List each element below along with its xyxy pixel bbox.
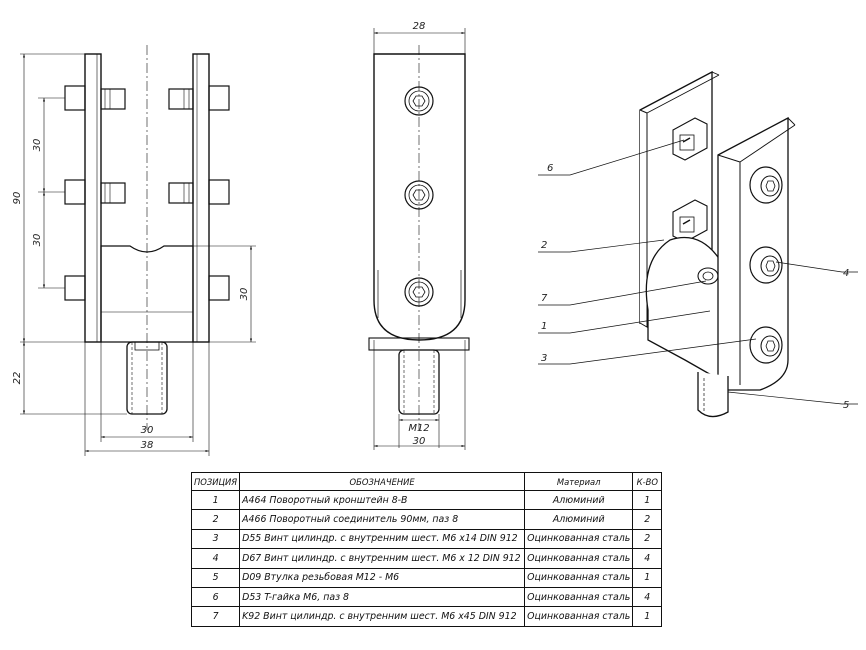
side-stud [398, 349, 440, 415]
iso-front-screws [749, 166, 783, 364]
dim-width-outer: 38 [141, 440, 154, 451]
bom-material: Оцинкованная сталь [524, 586, 634, 608]
bom-row: 3 D55 Винт цилиндр. с внутренним шест. M… [190, 528, 663, 550]
side-dimensions [373, 28, 466, 450]
bom-qty: 1 [632, 567, 663, 588]
iso-stud [697, 372, 729, 418]
callout-2: 2 [541, 240, 547, 251]
bom-material: Оцинкованная сталь [524, 548, 634, 569]
bom-name: D09 Втулка резьбовая M12 - M6 [239, 567, 526, 588]
callout-7: 7 [541, 293, 548, 304]
bom-pos: 5 [190, 567, 241, 588]
bom-header-material: Материал [524, 472, 634, 491]
bom-name: A464 Поворотный кронштейн 8-B [239, 489, 526, 511]
bom-material: Алюминий [524, 509, 634, 530]
bom-pos: 1 [190, 489, 241, 511]
dim-stud-22: 22 [12, 372, 23, 385]
bom-header-qty: К-ВО [632, 472, 663, 491]
bom-pos: 7 [190, 606, 241, 627]
bom-pos: 3 [190, 528, 241, 550]
bom-name: D53 T-гайка M6, паз 8 [239, 586, 526, 608]
bom-material: Оцинкованная сталь [524, 528, 634, 550]
bom-pos: 2 [190, 509, 241, 530]
bom-header-row: ПОЗИЦИЯ ОБОЗНАЧЕНИЕ Материал К-ВО [190, 472, 663, 491]
bom-name: D67 Винт цилиндр. с внутренним шест. M6 … [239, 548, 526, 569]
bom-qty: 2 [632, 528, 663, 550]
bom-material: Оцинкованная сталь [524, 567, 634, 588]
right-plate [192, 53, 210, 343]
bom-row: 1 A464 Поворотный кронштейн 8-B Алюминий… [190, 489, 663, 511]
callout-5: 5 [843, 400, 849, 411]
front-dimensions [20, 53, 256, 456]
dim-width-top: 28 [413, 21, 426, 32]
bom-qty: 1 [632, 489, 663, 511]
callout-1: 1 [541, 321, 547, 332]
bom-row: 7 K92 Винт цилиндр. с внутренним шест. M… [190, 606, 663, 627]
left-plate [84, 53, 102, 343]
bom-row: 2 A466 Поворотный соединитель 90мм, паз … [190, 509, 663, 530]
leader-lines [538, 139, 858, 405]
bom-row: 6 D53 T-гайка M6, паз 8 Оцинкованная ста… [190, 586, 663, 608]
left-screws [64, 85, 126, 301]
bom-pos: 4 [190, 548, 241, 569]
bom-qty: 4 [632, 586, 663, 608]
dim-width-bottom: 30 [413, 436, 426, 447]
bom-name: A466 Поворотный соединитель 90мм, паз 8 [239, 509, 526, 530]
bom-qty: 2 [632, 509, 663, 530]
dim-height-90: 90 [12, 192, 23, 205]
dim-spacing-top: 30 [32, 139, 43, 152]
callout-6: 6 [547, 163, 553, 174]
bom-name: D55 Винт цилиндр. с внутренним шест. M6 … [239, 528, 526, 550]
bom-header-designation: ОБОЗНАЧЕНИЕ [239, 472, 526, 491]
bom-qty: 1 [632, 606, 663, 627]
body-block [100, 245, 194, 343]
dim-spacing-mid: 30 [32, 234, 43, 247]
dim-lower-30: 30 [239, 288, 250, 301]
dim-thread: M12 [408, 423, 429, 434]
bom-header-position: ПОЗИЦИЯ [190, 472, 241, 491]
bom-row: 5 D09 Втулка резьбовая M12 - M6 Оцинкова… [190, 567, 663, 588]
bom-qty: 4 [632, 548, 663, 569]
isometric-view: 6 2 7 1 3 4 5 [538, 70, 858, 418]
callout-3: 3 [541, 353, 547, 364]
bom-name: K92 Винт цилиндр. с внутренним шест. M6 … [239, 606, 526, 627]
callout-4: 4 [843, 268, 849, 279]
front-view: 90 22 30 30 30 30 38 [12, 45, 256, 456]
bom-table: ПОЗИЦИЯ ОБОЗНАЧЕНИЕ Материал К-ВО 1 A464… [190, 472, 663, 627]
dim-width-inner: 30 [141, 425, 154, 436]
iso-t-nuts [672, 117, 708, 243]
bom-pos: 6 [190, 586, 241, 608]
side-plate [373, 53, 466, 341]
right-screws [168, 85, 230, 301]
bom-material: Оцинкованная сталь [524, 606, 634, 627]
bom-row: 4 D67 Винт цилиндр. с внутренним шест. M… [190, 548, 663, 569]
side-view: 28 M12 30 [368, 21, 470, 450]
side-screws [404, 86, 434, 307]
iso-body [645, 236, 721, 382]
bom-material: Алюминий [524, 489, 634, 511]
